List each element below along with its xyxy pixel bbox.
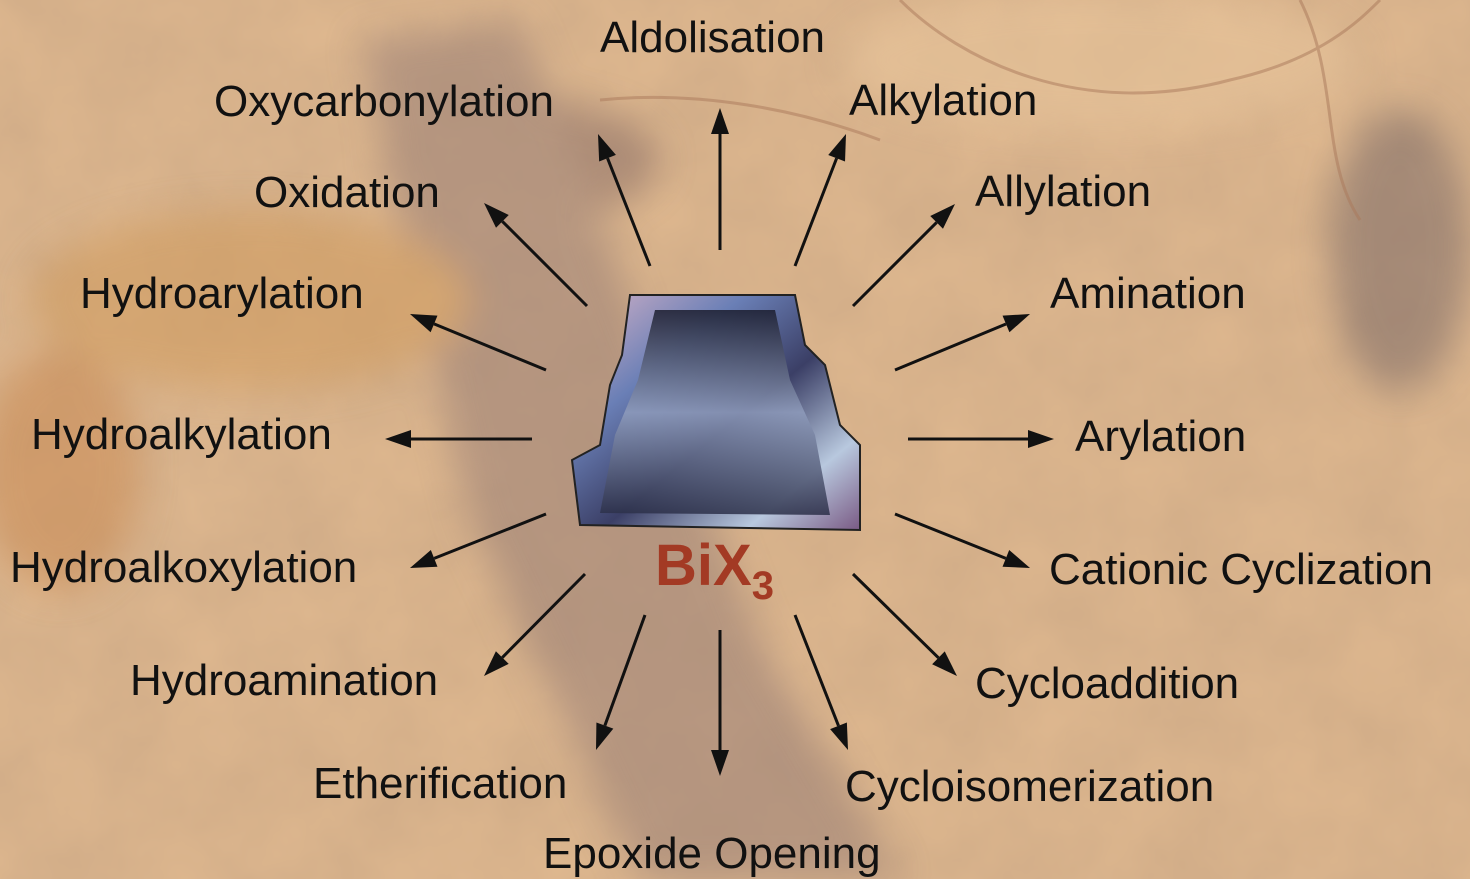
label-etherification: Etherification [313,759,567,809]
arrow-head-12 [385,430,411,448]
arrow-shaft-2 [853,222,937,306]
arrow-head-3 [1003,314,1030,332]
arrow-shaft-13 [434,324,546,370]
arrow-head-15 [598,134,616,161]
arrow-head-0 [711,108,729,134]
arrow-head-7 [830,723,848,750]
arrow-shaft-10 [502,574,585,658]
arrow-shaft-1 [795,158,837,266]
label-cycloisomerization: Cycloisomerization [845,762,1214,812]
arrow-head-9 [596,722,613,750]
label-oxycarbonylation: Oxycarbonylation [214,77,554,127]
label-cationic-cyclization: Cationic Cyclization [1049,545,1433,595]
label-hydroamination: Hydroamination [130,656,438,706]
label-arylation: Arylation [1075,412,1246,462]
label-epoxide-opening: Epoxide Opening [543,829,881,879]
label-oxidation: Oxidation [254,168,440,218]
arrow-shaft-9 [605,615,645,726]
arrow-shaft-6 [853,574,938,658]
arrow-shaft-5 [895,514,1006,558]
arrow-head-4 [1028,430,1054,448]
label-hydroalkylation: Hydroalkylation [31,410,332,460]
center-formula: BiX3 [655,534,774,618]
arrow-shaft-15 [608,158,650,266]
arrow-head-8 [711,750,729,776]
label-aldolisation: Aldolisation [600,13,825,63]
label-allylation: Allylation [975,167,1151,217]
formula-subscript: 3 [752,564,774,608]
arrow-head-11 [410,550,437,568]
formula-main: BiX [655,533,752,598]
bismuth-crystal-image [560,285,865,535]
label-hydroalkoxylation: Hydroalkoxylation [10,543,357,593]
arrow-head-5 [1003,550,1030,568]
label-hydroarylation: Hydroarylation [80,269,364,319]
arrow-head-1 [828,134,846,161]
label-cycloaddition: Cycloaddition [975,659,1239,709]
label-amination: Amination [1050,269,1246,319]
label-alkylation: Alkylation [849,76,1037,126]
arrow-shaft-7 [795,615,838,726]
arrow-head-13 [410,314,437,332]
arrow-shaft-3 [895,324,1006,370]
arrow-shaft-11 [434,514,546,558]
